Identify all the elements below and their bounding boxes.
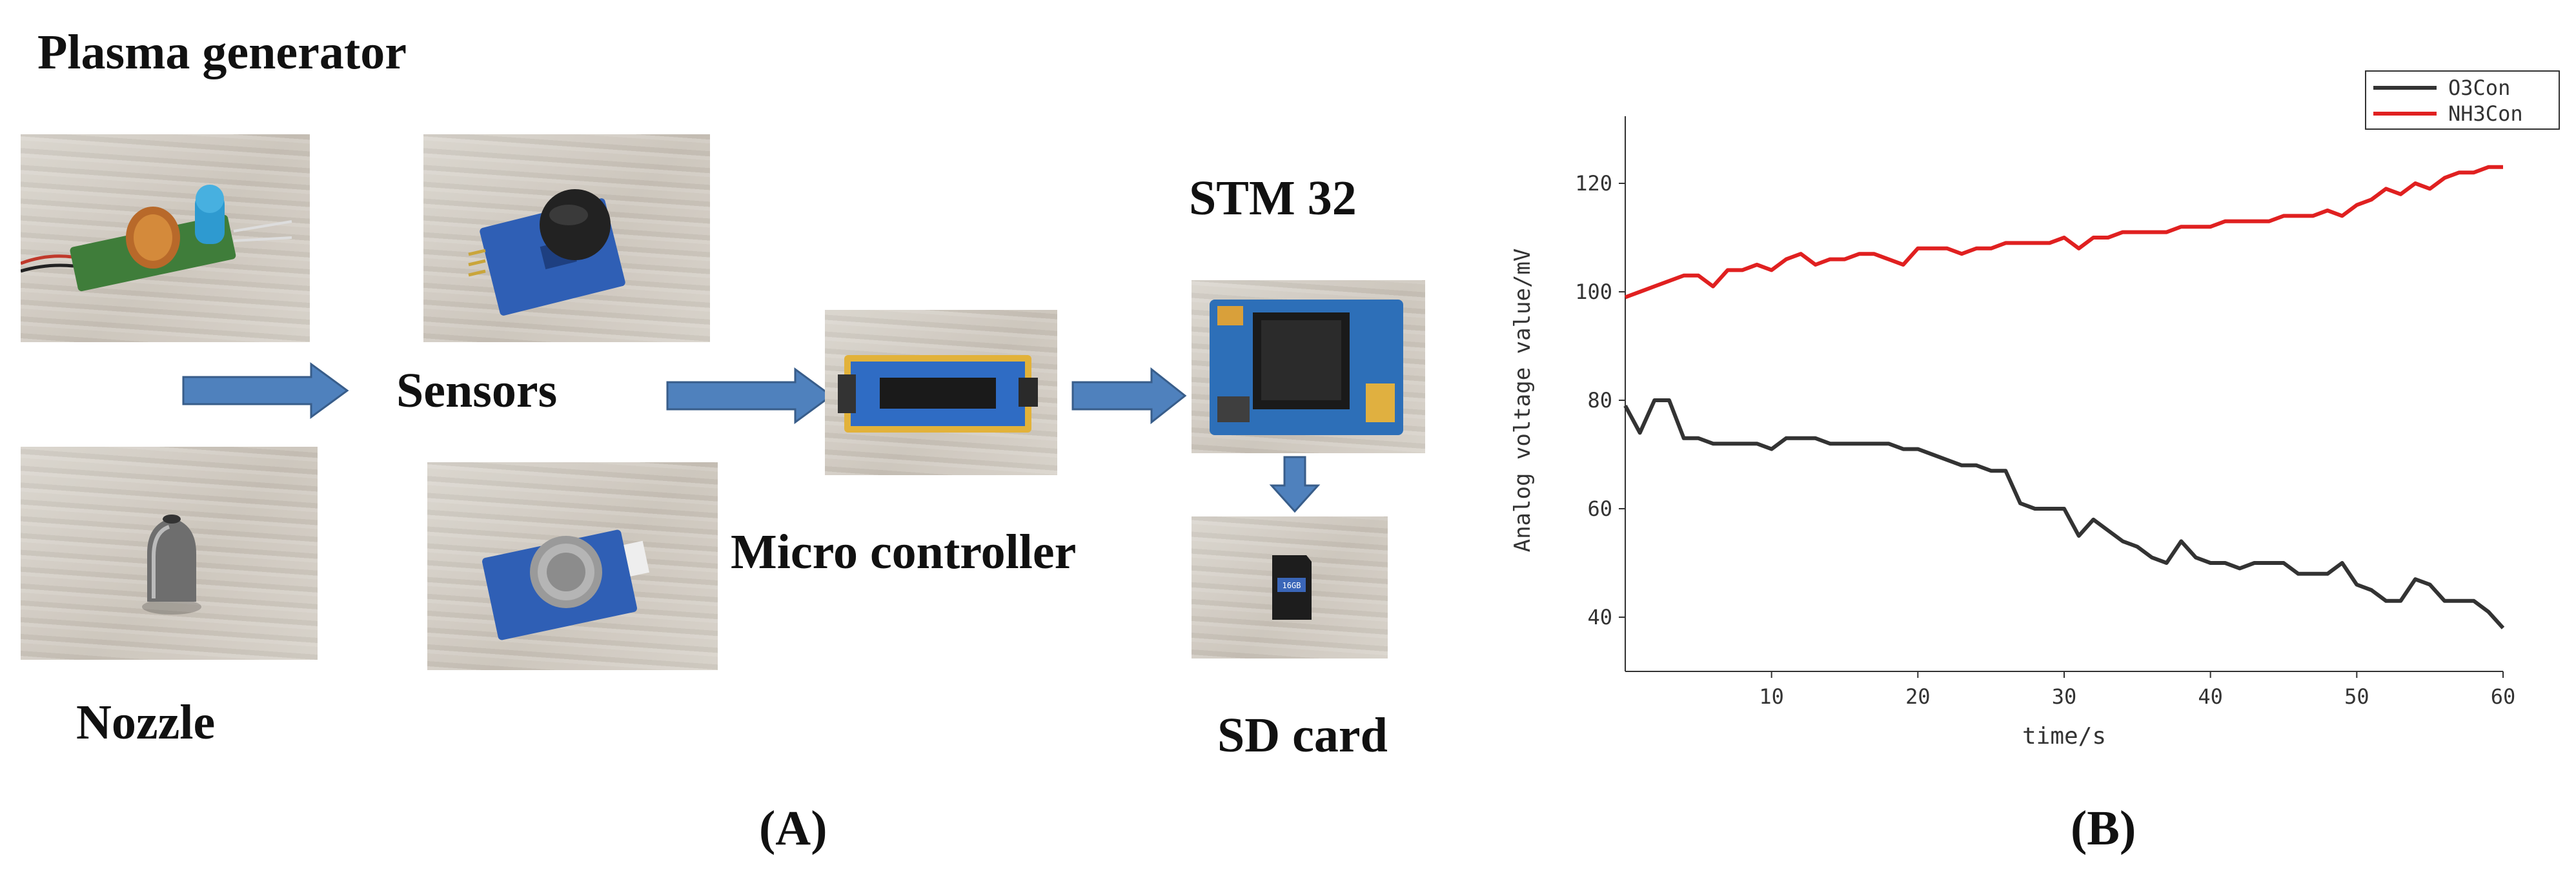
sd-card-text: 16GB (1283, 581, 1301, 590)
plasma-generator-photo (21, 134, 310, 342)
x-tick-label: 10 (1759, 684, 1784, 709)
y-tick-label: 40 (1587, 605, 1612, 629)
x-tick-label: 50 (2344, 684, 2369, 709)
sensor-2-photo (427, 462, 718, 670)
sensor-2-illustration (482, 529, 650, 640)
arrow-to-micro-controller (666, 367, 833, 424)
arrow-to-stm32 (1071, 367, 1187, 425)
series-line-nh3con (1624, 165, 2503, 300)
y-axis-label: Analog voltage value/mV (1510, 249, 1536, 553)
nozzle-illustration (142, 515, 201, 615)
nozzle-photo (21, 447, 318, 660)
arrow-to-sensors (182, 362, 349, 419)
sensor-1-photo (423, 134, 710, 342)
y-tick-label: 60 (1587, 496, 1612, 521)
line-chart: 10 20 30 40 50 60 40 60 80 100 120 time/s Analog vol… (1510, 70, 2560, 750)
micro-controller-illustration (838, 355, 1038, 433)
panel-a-label: (A) (759, 801, 827, 855)
series-line-o3con (1623, 398, 2505, 629)
x-tick-label: 30 (2052, 684, 2077, 709)
sd-card-illustration: 16GB (1272, 555, 1312, 620)
legend-box (2365, 70, 2560, 130)
x-tick-label: 40 (2198, 684, 2223, 709)
y-tick-label: 120 (1575, 171, 1612, 196)
label-stm32: STM 32 (1189, 171, 1357, 225)
x-tick-label: 20 (1905, 684, 1931, 709)
y-tick-label: 80 (1587, 388, 1612, 413)
sd-card-photo: 16GB (1192, 516, 1388, 658)
stm32-photo (1192, 280, 1425, 453)
micro-controller-photo (825, 310, 1057, 475)
stm32-illustration (1210, 300, 1403, 435)
arrow-to-sd-card (1269, 456, 1321, 513)
label-micro-controller: Micro controller (731, 525, 1077, 579)
legend-label: NH3Con (2448, 101, 2523, 126)
plasma-generator-illustration (21, 185, 292, 292)
x-tick-label: 60 (2491, 684, 2516, 709)
x-axis-label: time/s (2022, 723, 2106, 750)
panel-b-label: (B) (2071, 801, 2136, 855)
sensor-1-illustration (468, 189, 625, 316)
label-sensors: Sensors (396, 363, 558, 418)
y-tick-label: 100 (1575, 280, 1612, 304)
label-sd-card: SD card (1217, 708, 1388, 762)
label-nozzle: Nozzle (76, 695, 216, 750)
legend-label: O3Con (2448, 76, 2510, 100)
label-plasma-generator: Plasma generator (37, 25, 407, 79)
